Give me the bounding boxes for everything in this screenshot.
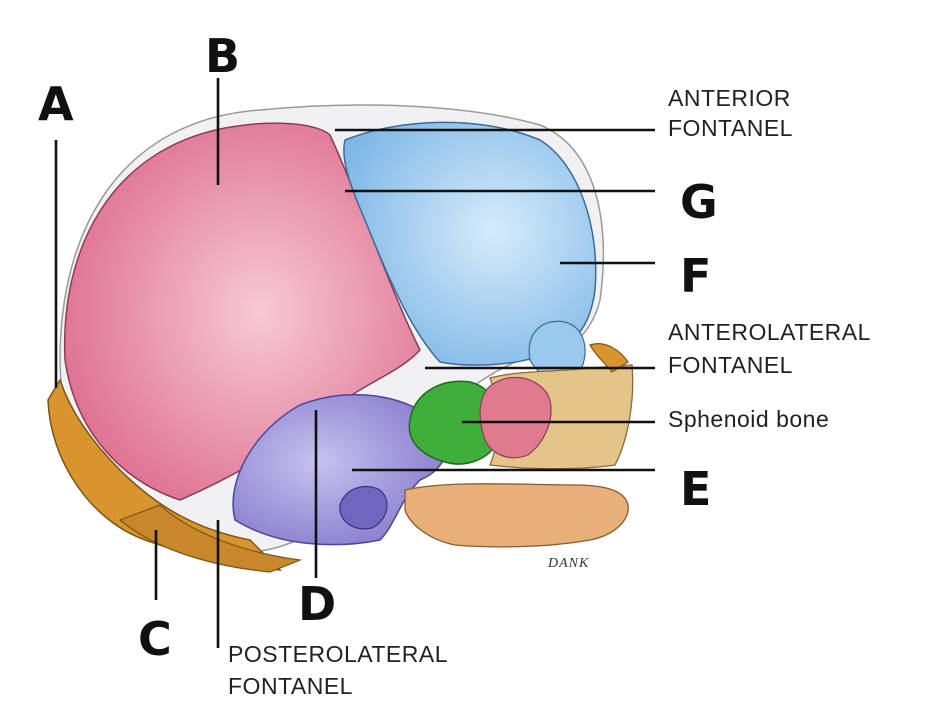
maxilla-jaw (404, 483, 629, 548)
posterolateral-fontanel-label-line2: FONTANEL (228, 673, 353, 699)
sphenoid-bone-label: Sphenoid bone (668, 406, 829, 432)
anterior-fontanel-label-line2: FONTANEL (668, 115, 793, 141)
anterior-fontanel-label-line1: ANTERIOR (668, 85, 791, 111)
label-f: F (680, 249, 711, 303)
anterolateral-fontanel-label-line1: ANTEROLATERAL (668, 319, 871, 345)
artist-signature: DANK (547, 556, 589, 571)
label-g: G (680, 175, 718, 229)
label-e: E (680, 462, 711, 516)
zygomatic-pink-part (479, 376, 552, 459)
label-c: C (138, 612, 172, 666)
label-d: D (298, 577, 336, 631)
label-a: A (38, 77, 74, 131)
posterolateral-fontanel-label-line1: POSTEROLATERAL (228, 641, 448, 667)
label-b: B (205, 29, 240, 83)
anterolateral-fontanel-label-line2: FONTANEL (668, 352, 793, 378)
temporal-ear-opening (339, 485, 388, 530)
